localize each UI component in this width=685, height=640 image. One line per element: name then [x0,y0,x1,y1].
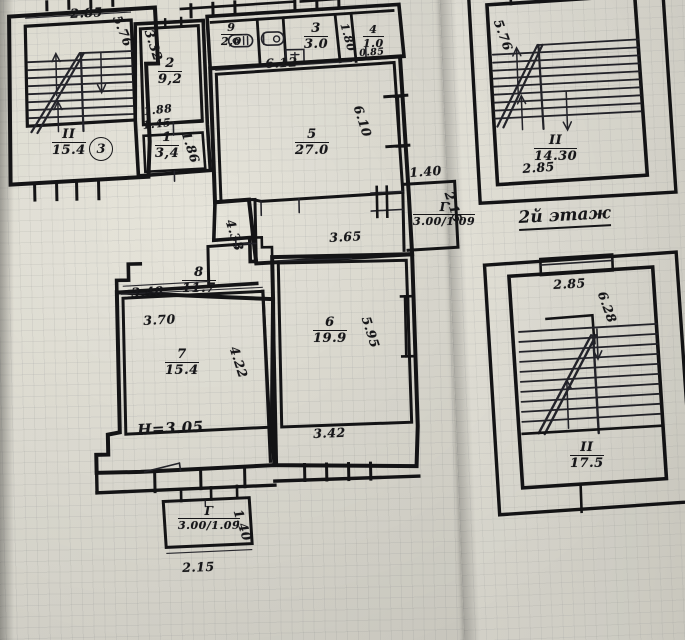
room-3-label: 3 3.0 [304,21,329,52]
stair-bottomright-area: 17.5 [570,455,604,471]
plan-marker-circle: 3 [89,137,113,161]
dim-corridor-length: 6.12 [264,54,299,71]
room-9-label: 9 2,0 [221,22,242,47]
dim-stair-bottomright-width: 2.85 [552,275,587,292]
room-4-label: 4 1.0 [363,24,384,49]
room-5-area: 27.0 [295,142,329,158]
section-title: 2й этаж [518,203,612,231]
stair-bottomright-roman: II [580,440,594,455]
room-6-label: 6 19.9 [313,316,347,345]
balcony-bottom-area: 3.00/1.09 [178,518,241,532]
dim-room6-top: 3.65 [328,228,363,245]
balcony-bottom-label: Г 3.00/1.09 [178,504,241,532]
room-4-area: 1.0 [363,36,384,50]
dim-balcony-bottom: 2.15 [181,558,215,575]
room-8-area: 11.7 [182,280,216,296]
ceiling-height-note: H=3.05 [136,417,205,439]
room-2-label: 2 9,2 [158,56,183,87]
stair-bottomright-label: II 17.5 [570,441,604,470]
dim-balcony-right-top: 1.40 [408,162,443,180]
room-1-area: 3,4 [155,145,180,161]
room-1-number: 1 [162,130,172,145]
balcony-right-label: Г 3.00/1.09 [413,200,476,228]
room-9-area: 2,0 [221,34,242,48]
stair-left-area: 15.4 [52,142,86,158]
balcony-right-area: 3.00/1.09 [413,214,476,228]
stair-topright-area: 14.30 [534,148,578,164]
dim-room1-wall-a: 1.88 [142,101,173,118]
room-7-label: 7 15.4 [165,348,199,377]
room-4-number: 4 [369,23,378,36]
room-6-area: 19.9 [313,330,347,346]
room-6-number: 6 [325,315,335,330]
room-2-number: 2 [165,56,175,71]
dim-room4-width: 0.85 [358,46,385,59]
stair-topright-label: II 14.30 [534,133,578,164]
stair-left-label: II 15.4 [52,128,86,157]
dim-stair-left-width: 2.85 [69,4,104,21]
room-7-number: 7 [177,347,187,362]
room-1-label: 1 3,4 [155,130,180,161]
room-5-number: 5 [307,127,317,142]
room-5-label: 5 27.0 [295,128,329,157]
room-8-label: 8 11.7 [182,266,216,295]
room-2-area: 9,2 [158,71,183,87]
dim-stair-topright-width: 2.85 [521,158,556,176]
stair-left-roman: II [62,127,76,142]
balcony-bottom-letter: Г [204,504,214,518]
room-3-number: 3 [311,21,321,36]
room-8-number: 8 [194,265,204,280]
dim-room8-bottom: 3.70 [142,311,177,328]
dim-room1-wall-b: 1.45 [141,115,172,132]
stair-topright-roman: II [549,133,563,148]
dim-room8-left: 3.48 [130,283,165,300]
room-7-area: 15.4 [165,362,199,378]
room-9-number: 9 [227,21,236,34]
dim-room6-bottom: 3.42 [312,424,346,441]
balcony-right-letter: Г [439,200,449,214]
room-3-area: 3.0 [304,36,329,52]
